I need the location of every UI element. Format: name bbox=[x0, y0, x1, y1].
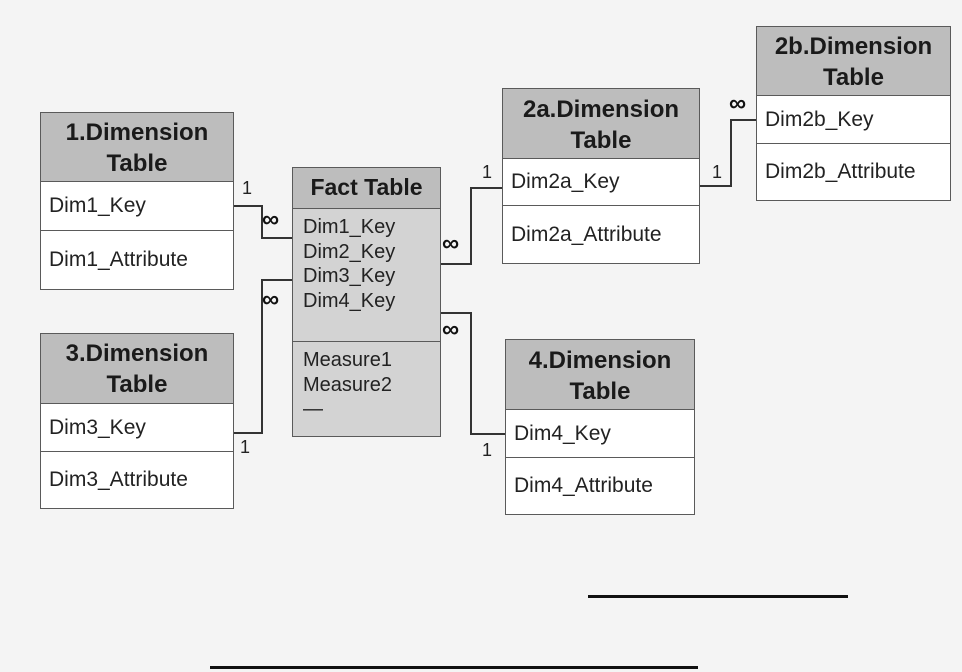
table-header: 1.Dimension Table bbox=[41, 113, 233, 182]
link-fact-dim2a bbox=[441, 187, 503, 265]
cardinality-many-label: ∞ bbox=[262, 286, 280, 313]
table-header: 2a.Dimension Table bbox=[503, 89, 699, 159]
horizontal-rule bbox=[210, 666, 698, 669]
list-item: Dim3_Key bbox=[303, 265, 396, 287]
link-dim2a-dim2b bbox=[700, 119, 757, 187]
cardinality-many-label: ∞ bbox=[262, 206, 280, 233]
dimension-table-1: 1.Dimension Table Dim1_Key Dim1_Attribut… bbox=[40, 112, 234, 290]
table-title-line1: 1.Dimension bbox=[65, 119, 209, 146]
table-title-line2: Table bbox=[570, 127, 632, 154]
link-fact-dim3 bbox=[234, 279, 293, 434]
table-header: Fact Table bbox=[293, 168, 440, 209]
table-title-line2: Table bbox=[106, 371, 168, 398]
list-item: Dim4_Key bbox=[303, 289, 396, 312]
table-title-line1: 3.Dimension bbox=[65, 340, 209, 367]
dimension-table-2b: 2b.Dimension Table Dim2b_Key Dim2b_Attri… bbox=[756, 26, 951, 201]
fact-table: Fact Table Dim1_Key Dim2_Key Dim3_Key Di… bbox=[292, 167, 441, 437]
field-row: Dim2a_Key bbox=[503, 159, 699, 206]
dimension-table-2a: 2a.Dimension Table Dim2a_Key Dim2a_Attri… bbox=[502, 88, 700, 264]
dimension-table-4: 4.Dimension Table Dim4_Key Dim4_Attribut… bbox=[505, 339, 695, 515]
fact-key-list: Dim1_Key Dim2_Key Dim3_Key Dim4_Key bbox=[293, 209, 440, 342]
field-row: Dim1_Key bbox=[41, 182, 233, 231]
fact-measure-list: Measure1 Measure2 — bbox=[293, 342, 440, 426]
horizontal-rule bbox=[588, 595, 848, 598]
cardinality-many-label: ∞ bbox=[729, 90, 747, 117]
field-row: Dim3_Key bbox=[41, 404, 233, 452]
list-item: Measure2 bbox=[303, 373, 392, 396]
table-title-line2: Table bbox=[569, 378, 631, 405]
table-title-line1: 2a.Dimension bbox=[522, 96, 680, 123]
field-row: Dim2b_Key bbox=[757, 96, 950, 144]
field-row: Dim2a_Attribute bbox=[511, 222, 662, 246]
cardinality-one-label: 1 bbox=[242, 178, 253, 198]
cardinality-one-label: 1 bbox=[712, 162, 723, 182]
link-fact-dim4 bbox=[441, 312, 506, 435]
cardinality-one-label: 1 bbox=[482, 440, 493, 460]
field-row: Dim4_Key bbox=[506, 410, 694, 458]
field-row: Dim1_Attribute bbox=[49, 248, 188, 271]
table-header: 3.Dimension Table bbox=[41, 334, 233, 404]
dimension-table-3: 3.Dimension Table Dim3_Key Dim3_Attribut… bbox=[40, 333, 234, 509]
cardinality-many-label: ∞ bbox=[442, 316, 460, 343]
cardinality-many-label: ∞ bbox=[442, 230, 460, 257]
cardinality-one-label: 1 bbox=[240, 437, 251, 457]
field-row: Dim3_Attribute bbox=[49, 468, 188, 491]
list-item: Dim1_Key bbox=[303, 216, 396, 238]
field-row: Dim4_Attribute bbox=[514, 474, 653, 497]
table-title-line2: Table bbox=[106, 150, 168, 177]
list-item: Measure1 bbox=[303, 349, 392, 371]
table-title-line1: 2b.Dimension bbox=[774, 33, 933, 60]
table-header: 4.Dimension Table bbox=[506, 340, 694, 410]
table-header: 2b.Dimension Table bbox=[757, 27, 950, 96]
table-title-line2: Table bbox=[823, 64, 884, 91]
cardinality-one-label: 1 bbox=[482, 162, 493, 182]
list-item: — bbox=[303, 398, 323, 420]
field-row: Dim2b_Attribute bbox=[765, 160, 916, 183]
table-title-line1: 4.Dimension bbox=[528, 347, 672, 374]
list-item: Dim2_Key bbox=[303, 240, 396, 263]
link-dim1-fact bbox=[234, 205, 293, 239]
